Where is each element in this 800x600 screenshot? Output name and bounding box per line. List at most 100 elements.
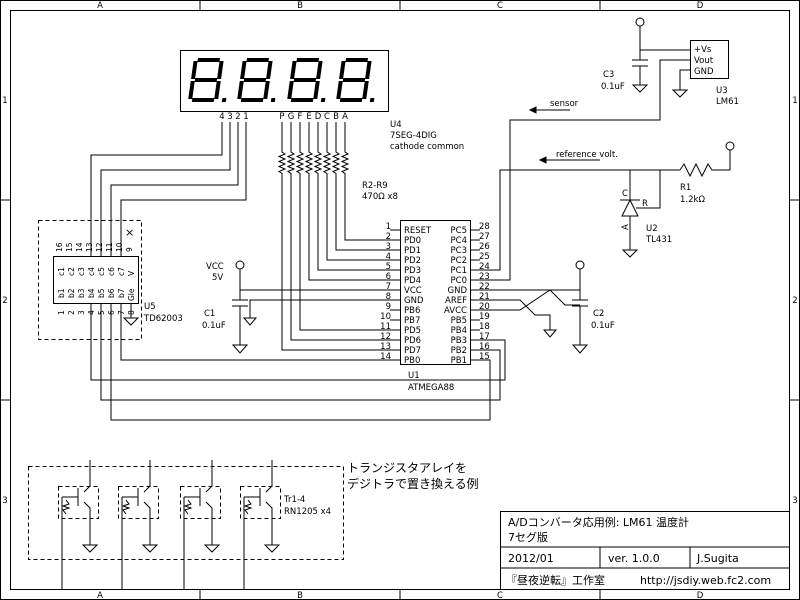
mcu-pin-7-name: VCC xyxy=(404,286,422,296)
digit-3-glyph xyxy=(287,58,326,102)
driver-label-c2: c2 xyxy=(67,267,76,276)
driver-label-b5: b5 xyxy=(97,288,106,298)
driver-pin-10: 10 xyxy=(115,242,124,252)
driver-pin-16: 16 xyxy=(55,242,64,252)
transistor-1 xyxy=(58,460,99,590)
mcu-pin-4-name: PD2 xyxy=(404,256,421,266)
mcu-pin-17-name: PB3 xyxy=(451,336,467,346)
transistor-3 xyxy=(180,460,221,590)
mcu-pin-1-name: RESET xyxy=(404,226,432,236)
resistor-array-ref: R2-R9 xyxy=(362,181,388,191)
mcu-pin-21-num: 21 xyxy=(479,292,490,302)
mcu-pin-10-name: PB7 xyxy=(404,316,420,326)
row-label-left-3: 3 xyxy=(2,496,7,506)
row-label-right-2: 2 xyxy=(792,296,797,306)
display-seg-pin-e: E xyxy=(306,112,311,122)
row-label-right-1: 1 xyxy=(792,96,797,106)
display-seg-pin-a: A xyxy=(342,112,348,122)
driver-ref: U5 xyxy=(144,302,156,312)
seven-segment-display: 4 3 2 1 P G F E D C B A U4 7SEG-4DIG cat… xyxy=(180,50,464,152)
wiring xyxy=(90,17,735,421)
title-main: A/Dコンバータ応用例: LM61 温度計 xyxy=(508,515,689,529)
mcu-pin-4-num: 4 xyxy=(386,252,391,262)
c3-ref: C3 xyxy=(603,70,614,80)
u2-pin-c: C xyxy=(622,189,628,199)
mcu-pin-20-name: AVCC xyxy=(444,306,467,316)
supply-voltage: 5V xyxy=(212,273,223,283)
mcu-pin-8-num: 8 xyxy=(386,292,391,302)
mcu-pin-2-num: 2 xyxy=(386,232,391,242)
display-part: 7SEG-4DIG xyxy=(390,131,437,141)
driver-nc-mark: × xyxy=(125,226,134,239)
digit-4-glyph xyxy=(336,58,375,102)
display-digit-pin-2: 2 xyxy=(235,112,240,122)
mcu-pin-3-name: PD1 xyxy=(404,246,421,256)
title-version: ver. 1.0.0 xyxy=(608,552,660,565)
mcu-pin-22-name: GND xyxy=(448,286,468,296)
mcu-pin-19-name: PB5 xyxy=(451,316,467,326)
microcontroller-u1: 1 2 3 4 5 6 7 8 9 10 11 12 13 14 RESET P… xyxy=(380,220,490,393)
mcu-pin-23-name: PC0 xyxy=(451,276,467,286)
mcu-pin-9-name: PB6 xyxy=(404,306,420,316)
col-label-top-b: B xyxy=(297,1,303,11)
sensor-pin-vout: Vout xyxy=(694,56,714,66)
display-seg-pin-f: F xyxy=(298,112,303,122)
col-label-top-a: A xyxy=(97,1,103,11)
mcu-pin-25-num: 25 xyxy=(479,252,490,262)
digit-1-glyph xyxy=(188,58,227,102)
driver-pin-11: 11 xyxy=(105,242,114,252)
mcu-pin-2-name: PD0 xyxy=(404,236,421,246)
transistor-2 xyxy=(118,460,159,590)
driver-label-c6: c6 xyxy=(107,267,116,276)
mcu-pin-14-num: 14 xyxy=(380,352,391,362)
r1-value: 1.2kΩ xyxy=(680,195,705,205)
sensor-chip-u3: +Vs Vout GND U3 LM61 xyxy=(690,40,739,107)
mcu-pin-26-name: PC3 xyxy=(451,246,467,256)
mcu-pin-6-name: PD4 xyxy=(404,276,421,286)
driver-label-b6: b6 xyxy=(107,288,116,298)
c2-value: 0.1uF xyxy=(591,321,615,331)
driver-pin-9: 9 xyxy=(125,247,134,252)
mcu-pin-1-num: 1 xyxy=(386,222,391,232)
driver-label-b3: b3 xyxy=(77,288,86,298)
driver-pin-1: 1 xyxy=(57,310,66,315)
mcu-pin-12-name: PD6 xyxy=(404,336,421,346)
mcu-pin-7-num: 7 xyxy=(386,282,391,292)
mcu-pin-23-num: 23 xyxy=(479,272,490,282)
u2-pin-a: A xyxy=(621,224,631,230)
mcu-pin-13-name: PD7 xyxy=(404,346,421,356)
title-date: 2012/01 xyxy=(508,552,554,565)
c1-ref: C1 xyxy=(204,309,215,319)
mcu-pin-15-name: PB1 xyxy=(451,356,467,366)
driver-pin-3: 3 xyxy=(77,310,86,315)
driver-label-c1: c1 xyxy=(57,267,66,276)
mcu-pin-14-name: PB0 xyxy=(404,356,420,366)
driver-label-gle: Gle xyxy=(127,288,136,301)
net-sensor-label: sensor xyxy=(550,99,579,109)
digit-2-glyph xyxy=(237,58,276,102)
mcu-pin-26-num: 26 xyxy=(479,242,490,252)
sensor-chip-part: LM61 xyxy=(716,97,739,107)
title-author: J.Sugita xyxy=(696,552,739,565)
mcu-pin-6-num: 6 xyxy=(386,272,391,282)
mcu-pin-19-num: 19 xyxy=(479,312,490,322)
driver-label-c4: c4 xyxy=(87,267,96,276)
mcu-pin-24-num: 24 xyxy=(479,262,490,272)
c1-value: 0.1uF xyxy=(202,321,226,331)
note-line-1: トランジスタアレイを xyxy=(347,461,467,475)
driver-label-b2: b2 xyxy=(67,288,76,298)
col-label-top-c: C xyxy=(497,1,503,11)
driver-label-c3: c3 xyxy=(77,267,86,276)
sensor-pin-gnd: GND xyxy=(694,67,714,77)
mcu-pin-28-num: 28 xyxy=(479,222,490,232)
driver-pin-13: 13 xyxy=(85,242,94,252)
mcu-pin-20-num: 20 xyxy=(479,302,490,312)
mcu-pin-24-name: PC1 xyxy=(451,266,467,276)
driver-label-v: V xyxy=(127,270,136,276)
display-desc: cathode common xyxy=(390,142,464,152)
display-digit-pin-4: 4 xyxy=(219,112,224,122)
mcu-pin-18-name: PB4 xyxy=(451,326,467,336)
note-line-2: デジトラで置き換える例 xyxy=(347,476,479,491)
title-block: A/Dコンバータ応用例: LM61 温度計 7セグ版 2012/01 ver. … xyxy=(500,511,790,590)
